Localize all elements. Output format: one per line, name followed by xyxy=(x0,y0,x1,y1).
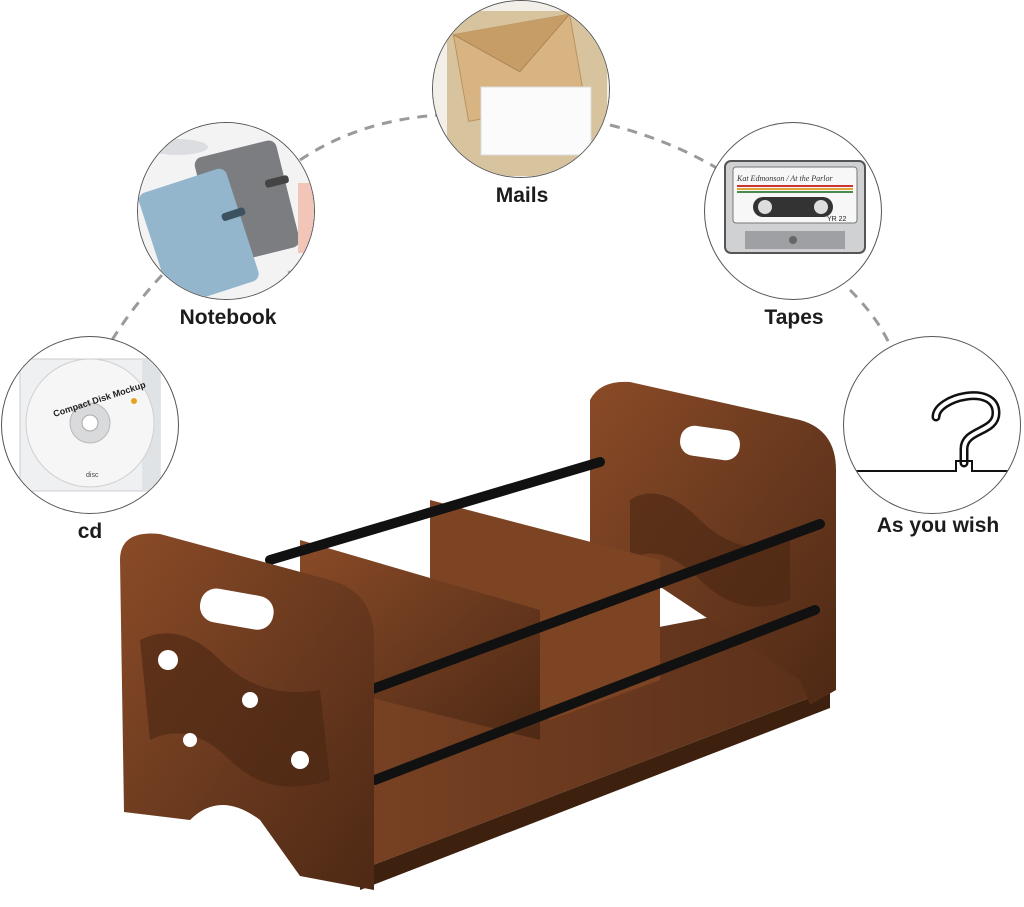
envelope-icon xyxy=(433,1,609,177)
tape-label-text: Kat Edmonson / At the Parlor xyxy=(736,174,834,183)
notebooks-icon xyxy=(138,123,314,299)
disc-small-text: disc xyxy=(86,472,99,479)
cassette-tape-icon: Kat Edmonson / At the Parlor YR 22 xyxy=(724,160,866,254)
notebook-label: Notebook xyxy=(179,306,277,329)
mails-label: Mails xyxy=(495,184,549,207)
as-you-wish-label: As you wish xyxy=(876,514,1000,537)
tapes-circle: Kat Edmonson / At the Parlor YR 22 xyxy=(704,122,882,300)
cd-label: cd xyxy=(77,520,103,543)
tapes-label: Tapes xyxy=(764,306,824,329)
tape-small-text: YR 22 xyxy=(827,216,847,223)
mails-circle xyxy=(432,0,610,178)
question-hanger-icon xyxy=(844,391,1020,472)
cd-circle: Compact Disk Mockup disc xyxy=(1,336,179,514)
notebook-circle xyxy=(137,122,315,300)
compact-disc-icon: Compact Disk Mockup disc xyxy=(19,358,161,492)
as-you-wish-circle xyxy=(843,336,1021,514)
